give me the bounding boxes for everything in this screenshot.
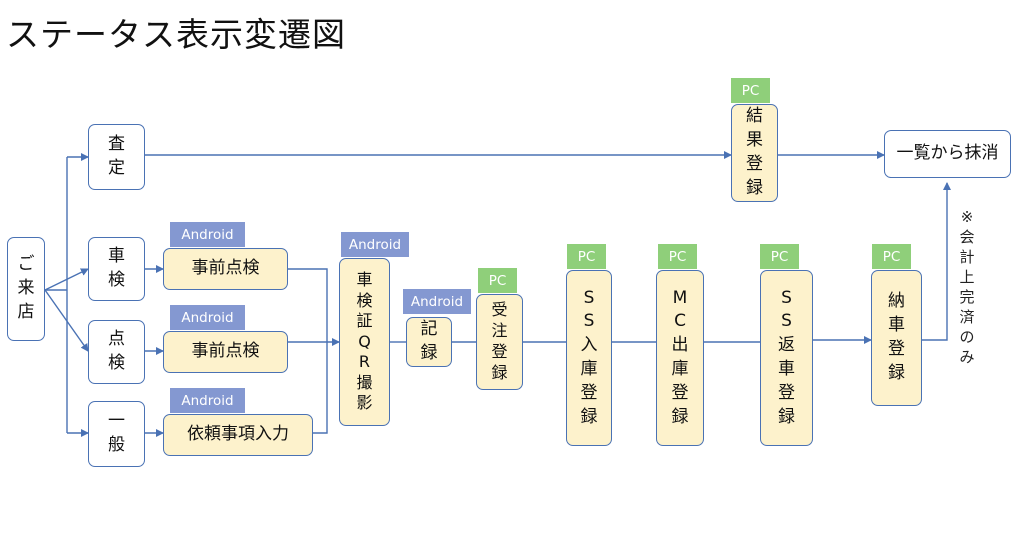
tag-android: Android (170, 388, 245, 413)
page-title: ステータス表示変遷図 (6, 15, 346, 54)
merge-line-bottom (313, 342, 328, 434)
node-ss-inbound: S S 入 庫 登 録 (566, 270, 612, 446)
node-pre-inspection-2: 事前点検 (163, 331, 288, 373)
tag-pc: PC (872, 244, 911, 269)
node-vehicle-inspection: 車 検 (88, 237, 145, 301)
tag-android: Android (341, 232, 409, 257)
tag-pc: PC (478, 268, 517, 293)
arrow-to-inspection (44, 289, 89, 352)
tag-pc: PC (731, 78, 770, 103)
tag-pc: PC (567, 244, 606, 269)
tag-android: Android (403, 289, 471, 314)
node-qr-photo: 車 検 証 Q R 撮 影 (339, 258, 390, 426)
tag-pc: PC (760, 244, 799, 269)
node-general: 一 般 (88, 401, 145, 467)
node-pre-inspection-1: 事前点検 (163, 248, 288, 290)
node-mc-outbound: M C 出 庫 登 録 (656, 270, 704, 446)
node-delivery-registration: 納 車 登 録 (871, 270, 922, 406)
line-delivery-to-removal (922, 182, 951, 341)
node-ss-return: S S 返 車 登 録 (760, 270, 813, 446)
settlement-note: ※ 会 計 上 完 済 の み (959, 208, 975, 366)
node-record: 記 録 (406, 317, 452, 367)
node-order-registration: 受 注 登 録 (476, 294, 523, 390)
node-request-input: 依頼事項入力 (163, 414, 313, 456)
node-inspection: 点 検 (88, 320, 145, 384)
node-assessment: 査 定 (88, 124, 145, 190)
node-visit: ご 来 店 (7, 237, 45, 341)
arrow-to-vehicle-inspection (44, 268, 89, 291)
tag-pc: PC (658, 244, 697, 269)
merge-line-top (288, 268, 328, 342)
node-list-removal: 一覧から抹消 (884, 130, 1011, 178)
tag-android: Android (170, 222, 245, 247)
tag-android: Android (170, 305, 245, 330)
node-result-registration: 結 果 登 録 (731, 104, 778, 202)
